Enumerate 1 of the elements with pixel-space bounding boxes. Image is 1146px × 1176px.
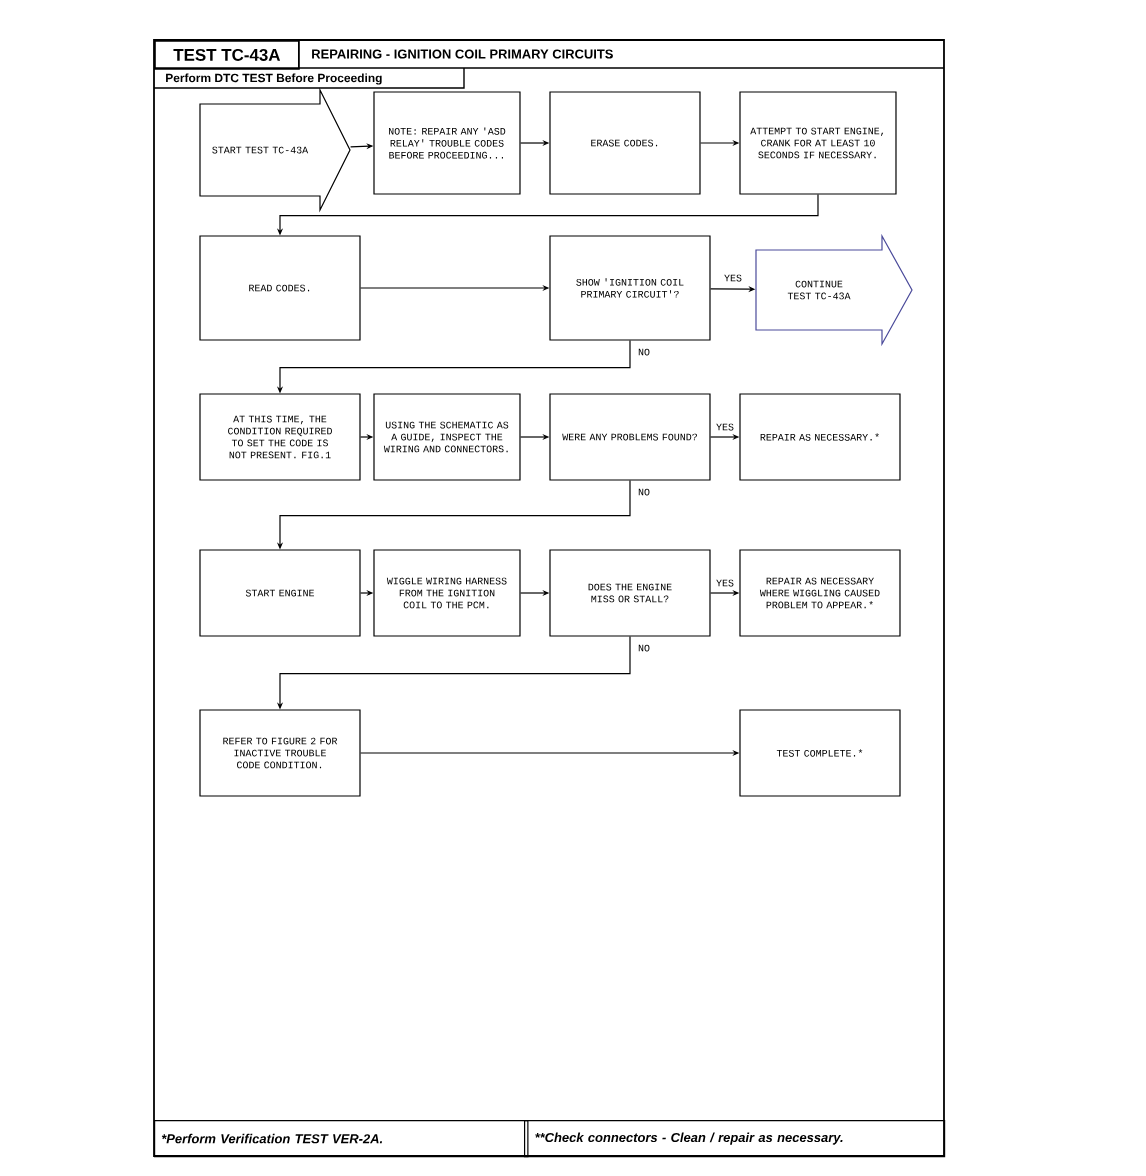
header-cell: TEST TC-43A [154,40,300,70]
